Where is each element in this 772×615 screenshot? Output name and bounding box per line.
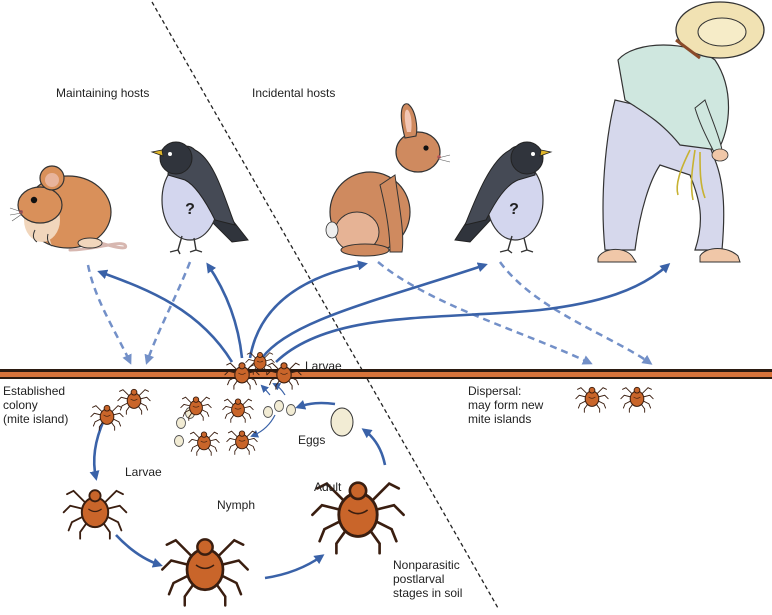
- mouse-icon: [9, 165, 128, 252]
- life-cycle-arrows: [89, 400, 387, 580]
- bird-icon: [454, 141, 553, 254]
- mite-icon: [180, 396, 212, 421]
- label-larvae-cycle: Larvae: [125, 465, 162, 479]
- mite-icon: [117, 388, 151, 415]
- dashed-arrows-hosts-to-ground: [86, 261, 653, 365]
- mite-icon: [620, 386, 654, 413]
- ground-line: [0, 369, 772, 379]
- label-established-colony: Established colony (mite island): [3, 384, 69, 426]
- person-icon: [597, 1, 765, 263]
- label-nonparasitic: Nonparasitic postlarval stages in soil: [393, 558, 463, 600]
- mite-icon: [90, 404, 124, 431]
- mite-icon: [160, 537, 250, 607]
- mite-icon: [222, 398, 254, 423]
- mite-icon: [62, 489, 128, 540]
- thin-arrows-eggs-to-larvae: [250, 383, 286, 438]
- solid-arrows-larvae-to-hosts: [97, 260, 671, 363]
- bird-question-mark: ?: [185, 201, 195, 218]
- label-dispersal: Dispersal: may form new mite islands: [468, 384, 544, 426]
- bird-question-mark: ?: [509, 201, 519, 218]
- mite-icon: [226, 430, 258, 455]
- label-maintaining-hosts: Maintaining hosts: [56, 86, 150, 100]
- label-larvae-ground: Larvae: [305, 359, 342, 373]
- label-nymph: Nymph: [217, 498, 256, 512]
- divider-line: [151, 1, 499, 609]
- bird-icon: [150, 141, 249, 255]
- label-incidental-hosts: Incidental hosts: [252, 86, 336, 100]
- rabbit-icon: [325, 103, 451, 257]
- label-adult: Adult: [314, 480, 342, 494]
- mite-icon: [188, 431, 220, 456]
- mite-icon: [575, 386, 609, 413]
- label-eggs: Eggs: [298, 433, 326, 447]
